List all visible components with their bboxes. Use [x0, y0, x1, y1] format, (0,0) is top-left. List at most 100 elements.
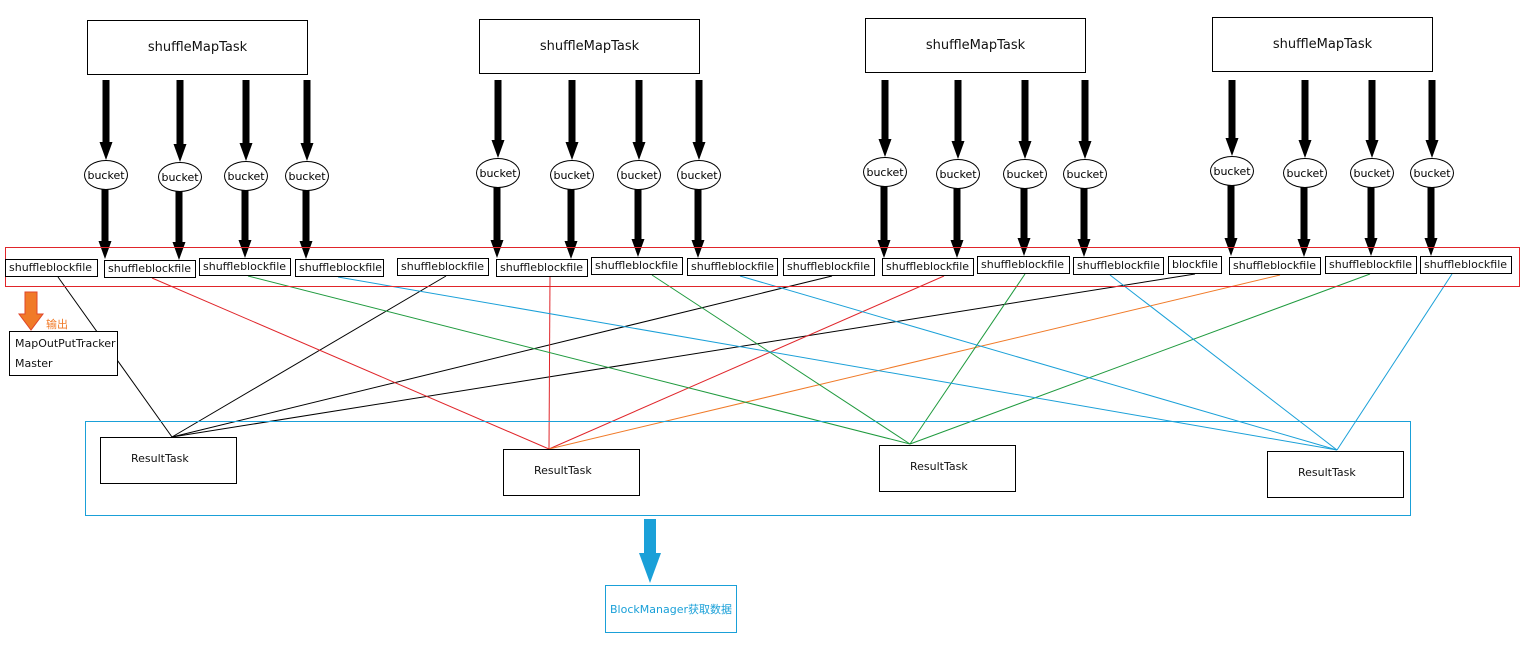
map-to-bucket-arrow	[491, 80, 505, 158]
bucket: bucket	[1283, 158, 1327, 188]
block-to-result-line	[909, 273, 1371, 445]
map-output-tracker-master: MapOutPutTracker Master	[9, 331, 118, 376]
shuffle-block-file: shuffleblockfile	[1229, 257, 1321, 275]
block-to-result-line	[548, 274, 1281, 450]
shuffle-block-file: blockfile	[1168, 256, 1222, 274]
bucket: bucket	[1350, 158, 1394, 188]
bucket: bucket	[285, 161, 329, 191]
result-task: ResultTask	[503, 449, 640, 496]
block-to-result-line	[651, 274, 911, 445]
bucket-to-block-arrow	[1077, 188, 1091, 257]
result-task-group	[85, 421, 1411, 516]
shuffle-block-file: shuffleblockfile	[882, 258, 974, 276]
bucket: bucket	[936, 159, 980, 189]
shuffle-block-file: shuffleblockfile	[977, 256, 1070, 274]
shuffle-block-file: shuffleblockfile	[5, 259, 98, 277]
result-task: ResultTask	[879, 445, 1016, 492]
bucket: bucket	[1410, 158, 1454, 188]
shuffle-block-file: shuffleblockfile	[1420, 256, 1512, 274]
map-to-bucket-arrow	[173, 80, 187, 162]
bucket-to-block-arrow	[1424, 187, 1438, 256]
result-task-label: ResultTask	[131, 452, 189, 465]
result-task: ResultTask	[100, 437, 237, 484]
block-to-result-line	[909, 273, 1026, 445]
shuffle-block-file: shuffleblockfile	[1073, 257, 1164, 275]
map-to-bucket-arrow	[878, 80, 892, 157]
shuffle-map-task-label: shuffleMapTask	[147, 40, 248, 55]
map-to-bucket-arrow	[632, 80, 646, 160]
shuffle-map-task-label: shuffleMapTask	[925, 38, 1026, 53]
bucket-to-block-arrow	[631, 189, 645, 257]
block-to-result-line	[1109, 274, 1338, 451]
block-to-result-line	[548, 276, 551, 450]
block-to-result-line	[1336, 273, 1453, 451]
shuffle-block-file: shuffleblockfile	[783, 258, 875, 276]
block-manager-box: BlockManager获取数据	[605, 585, 737, 633]
map-to-bucket-arrow	[300, 80, 314, 161]
bucket-to-block-arrow	[1364, 187, 1378, 256]
bucket-to-block-arrow	[877, 186, 891, 258]
result-task: ResultTask	[1267, 451, 1404, 498]
block-to-result-line	[171, 275, 833, 438]
bucket: bucket	[84, 160, 128, 190]
block-manager-label: BlockManager获取数据	[610, 603, 732, 616]
map-to-bucket-arrow	[565, 80, 579, 160]
shuffle-map-task: shuffleMapTask	[865, 18, 1086, 73]
shuffle-block-file: shuffleblockfile	[199, 258, 291, 276]
bucket-to-block-arrow	[98, 189, 112, 259]
shuffle-map-task: shuffleMapTask	[87, 20, 308, 75]
map-to-bucket-arrow	[1225, 80, 1239, 156]
bucket-to-block-arrow	[950, 188, 964, 258]
bucket: bucket	[617, 160, 661, 190]
tracker-line2: Master	[15, 357, 53, 370]
shuffle-map-task: shuffleMapTask	[479, 19, 700, 74]
shuffle-block-file: shuffleblockfile	[687, 258, 778, 276]
bucket-to-block-arrow	[490, 187, 504, 258]
bucket: bucket	[1063, 159, 1107, 189]
shuffle-map-task-label: shuffleMapTask	[539, 39, 640, 54]
result-task-label: ResultTask	[534, 464, 592, 477]
bucket: bucket	[1210, 156, 1254, 186]
block-to-result-line	[247, 275, 911, 445]
bucket-to-block-arrow	[691, 189, 705, 258]
bucket-to-block-arrow	[1017, 188, 1031, 256]
bucket: bucket	[1003, 159, 1047, 189]
result-task-label: ResultTask	[910, 460, 968, 473]
map-to-bucket-arrow	[1018, 80, 1032, 159]
map-to-bucket-arrow	[692, 80, 706, 160]
shuffle-map-task: shuffleMapTask	[1212, 17, 1433, 72]
bucket-to-block-arrow	[172, 191, 186, 260]
bucket: bucket	[677, 160, 721, 190]
tracker-line1: MapOutPutTracker	[15, 337, 116, 350]
bucket: bucket	[476, 158, 520, 188]
shuffle-block-file: shuffleblockfile	[1325, 256, 1417, 274]
map-to-bucket-arrow	[1078, 80, 1092, 159]
bucket: bucket	[863, 157, 907, 187]
block-to-result-line	[171, 275, 447, 438]
bucket-to-block-arrow	[564, 189, 578, 259]
shuffle-map-task-label: shuffleMapTask	[1272, 37, 1373, 52]
map-to-bucket-arrow	[239, 80, 253, 161]
output-arrow	[18, 291, 44, 331]
shuffle-block-file: shuffleblockfile	[295, 259, 384, 277]
map-to-bucket-arrow	[1425, 80, 1439, 158]
shuffle-block-file: shuffleblockfile	[591, 257, 683, 275]
bucket: bucket	[158, 162, 202, 192]
bucket-to-block-arrow	[299, 190, 313, 259]
shuffle-block-file: shuffleblockfile	[496, 259, 588, 277]
block-to-result-line	[151, 277, 550, 450]
block-to-result-line	[548, 275, 945, 450]
bucket: bucket	[224, 161, 268, 191]
shuffle-block-file: shuffleblockfile	[104, 260, 196, 278]
output-label: 输出	[46, 318, 68, 331]
map-to-bucket-arrow	[1298, 80, 1312, 158]
map-to-bucket-arrow	[99, 80, 113, 160]
map-to-bucket-arrow	[1365, 80, 1379, 158]
bucket-to-block-arrow	[1297, 187, 1311, 257]
block-to-result-line	[171, 273, 1196, 438]
bucket-to-block-arrow	[238, 190, 252, 258]
result-task-label: ResultTask	[1298, 466, 1356, 479]
bucket-to-block-arrow	[1224, 185, 1238, 256]
map-to-bucket-arrow	[951, 80, 965, 159]
